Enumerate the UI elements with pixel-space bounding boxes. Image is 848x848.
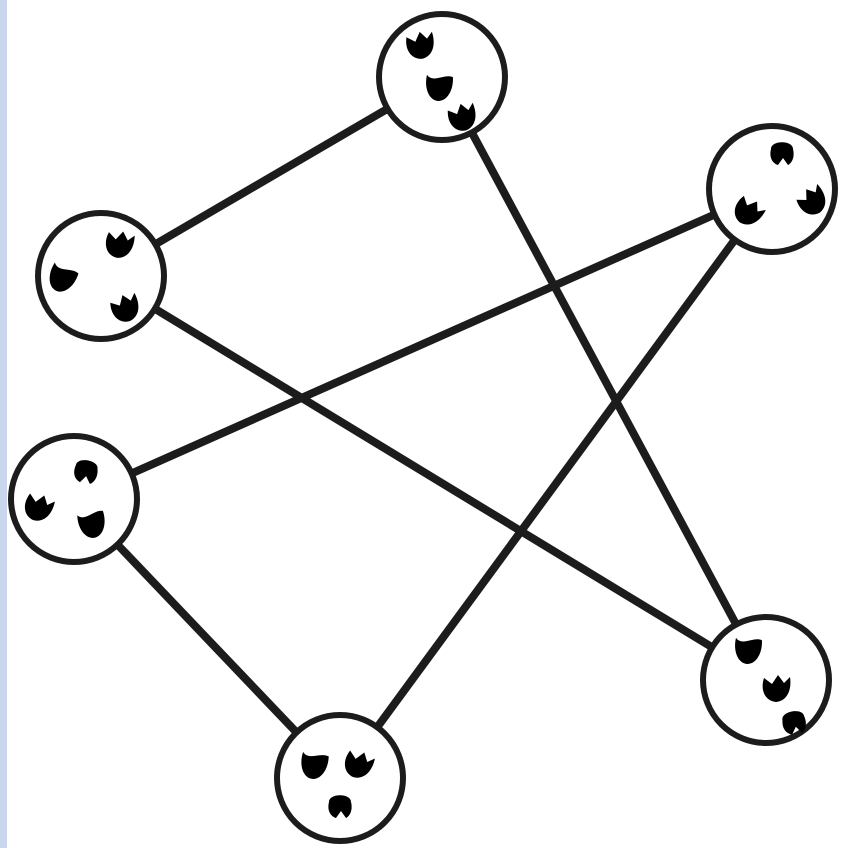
node-circle xyxy=(709,126,835,252)
node-middle-left xyxy=(11,436,137,562)
node-upper-right xyxy=(709,126,835,252)
edge-upper-right-to-middle-left xyxy=(74,189,772,499)
edges-layer xyxy=(74,77,772,778)
node-circle xyxy=(379,14,505,140)
node-bottom xyxy=(277,715,403,841)
nodes-layer xyxy=(11,14,835,841)
node-circle xyxy=(277,715,403,841)
node-top xyxy=(379,14,505,140)
node-lower-right xyxy=(703,617,829,743)
node-upper-left xyxy=(38,213,164,339)
